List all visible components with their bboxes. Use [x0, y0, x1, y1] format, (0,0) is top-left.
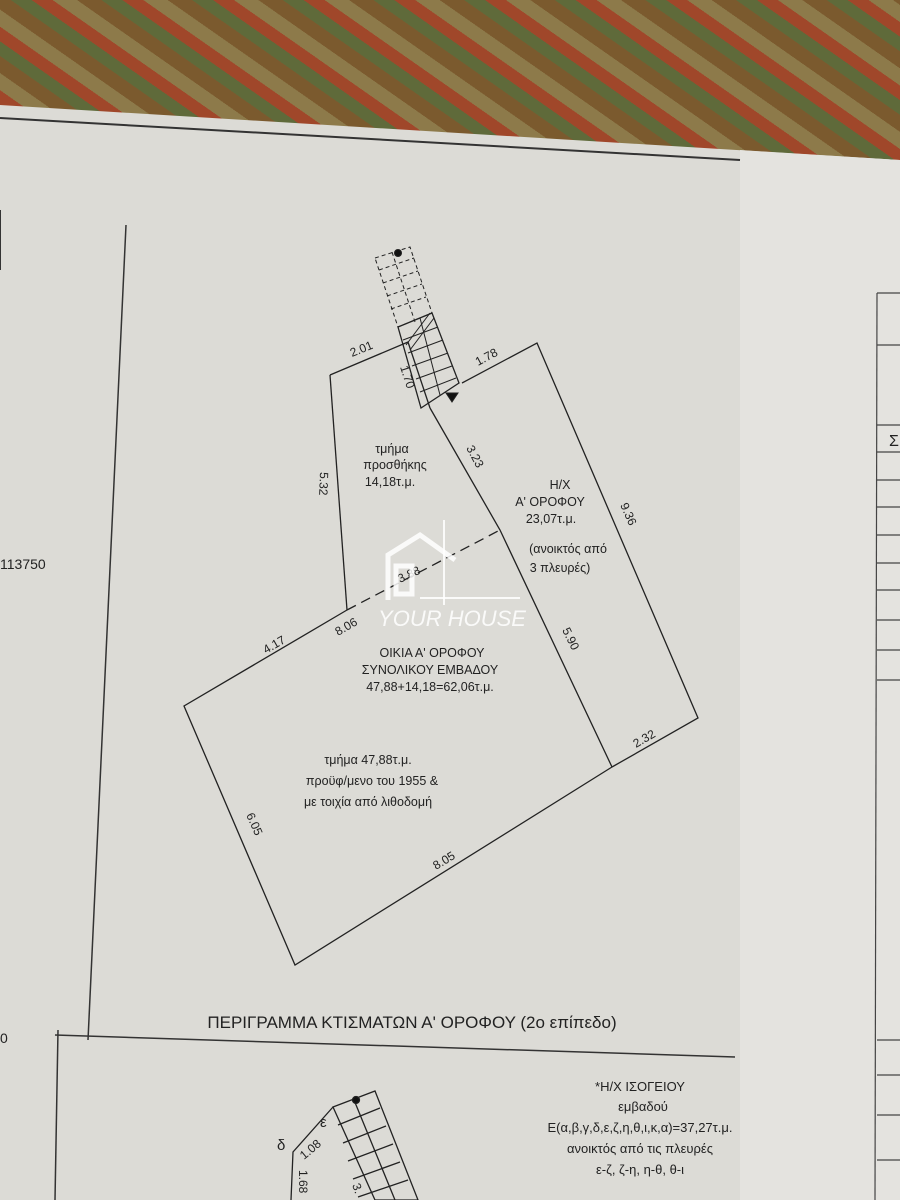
ground-note-3: Ε(α,β,γ,δ,ε,ζ,η,θ,ι,κ,α)=37,27τ.μ.: [547, 1120, 732, 1135]
point-delta-label: δ: [277, 1137, 285, 1154]
staircase: [374, 246, 460, 410]
title-underline: [54, 1034, 736, 1058]
dim-1-68: 1.68: [296, 1170, 310, 1194]
table-sigma-letter: Σ: [889, 433, 899, 450]
watermark-logo: [385, 520, 520, 605]
balcony-inner-wall: [429, 407, 613, 768]
frame-vertical-line: [87, 224, 127, 1041]
ground-note-1: *Η/Χ ΙΣΟΓΕΙΟΥ: [595, 1079, 685, 1094]
paper-right-page: [740, 150, 900, 1200]
addition-label-2: προσθήκης: [363, 458, 427, 472]
old-part-area: τμήμα 47,88τ.μ.: [324, 753, 411, 767]
dim-1-70: 1.70: [397, 364, 418, 391]
stair-start-dot-icon: [394, 249, 402, 257]
frame-vertical-line-lower: [54, 1029, 59, 1200]
addition-label-1: τμήμα: [375, 442, 409, 456]
margin-code: 113750: [0, 556, 46, 572]
balcony-label-1: Η/Χ: [550, 478, 572, 492]
ground-note-4: ανοικτός από τις πλευρές: [567, 1141, 713, 1156]
point-epsilon-label: ε: [320, 1114, 327, 1131]
ground-floor-plan: [290, 1090, 419, 1200]
dim-5-32: 5.32: [316, 472, 331, 496]
addition-left-wall: [329, 374, 348, 611]
dashed-boundary: [346, 529, 501, 611]
balcony-area: 23,07τ.μ.: [526, 512, 576, 526]
ground-note-2: εμβαδού: [618, 1099, 668, 1114]
balcony-note-1: (ανοικτός από: [529, 542, 607, 556]
old-part-note-2: με τοιχία από λιθοδομή: [304, 795, 432, 809]
balcony-label-2: Α' ΟΡΟΦΟΥ: [515, 495, 585, 509]
ground-note-5: ε-ζ, ζ-η, η-θ, θ-ι: [596, 1162, 684, 1177]
balcony-note-2: 3 πλευρές): [530, 561, 591, 575]
paper-left-page: [0, 105, 900, 1200]
old-part-note-1: προϋφ/μενο του 1955 &: [306, 774, 439, 788]
dim-3: 3.: [349, 1181, 366, 1195]
right-page-table: [874, 292, 900, 1200]
house-label-1: ΟΙΚΙΑ Α' ΟΡΟΦΟΥ: [379, 646, 485, 660]
stair-start-dot-icon: [351, 1095, 361, 1105]
watermark-text: YOUR HOUSE: [378, 606, 526, 631]
balcony-outer-wall: [461, 342, 699, 768]
page-border-top: [0, 117, 741, 161]
house-outer-wall: [183, 609, 613, 966]
addition-area: 14,18τ.μ.: [365, 475, 415, 489]
stair-direction-arrow-icon: [445, 392, 459, 403]
margin-digit: 0: [0, 1030, 8, 1046]
house-total-area: 47,88+14,18=62,06τ.μ.: [366, 680, 494, 694]
plan-outline: [183, 341, 699, 966]
house-label-2: ΣΥΝΟΛΙΚΟΥ ΕΜΒΑΔΟΥ: [362, 663, 499, 677]
plan-title: ΠΕΡΙΓΡΑΜΜΑ ΚΤΙΣΜΑΤΩΝ Α' ΟΡΟΦΟΥ (2ο επίπε…: [207, 1013, 616, 1032]
